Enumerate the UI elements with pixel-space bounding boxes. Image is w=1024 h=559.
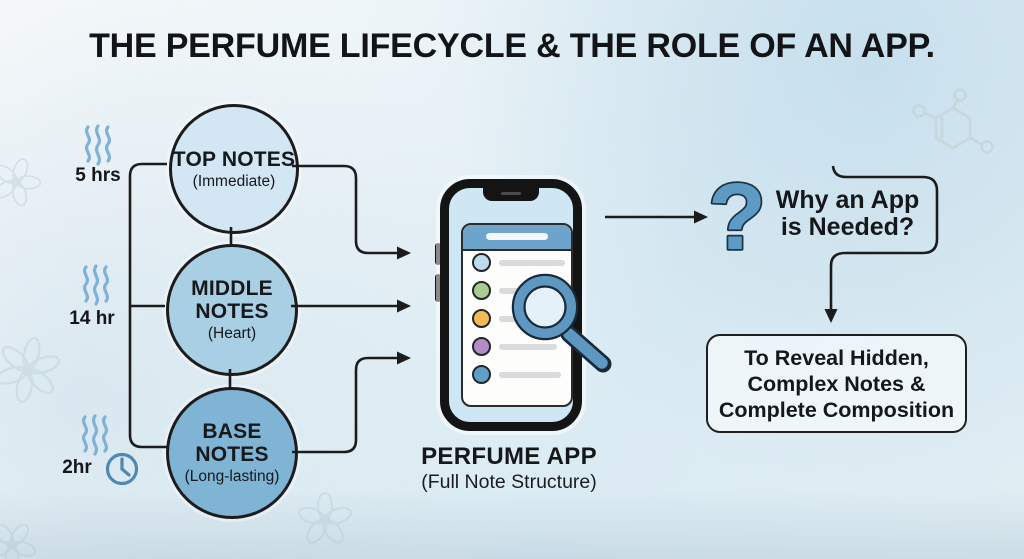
steam-icon	[84, 124, 112, 166]
arrowhead-right	[694, 210, 708, 224]
flower-decoration	[0, 337, 61, 403]
top-to-phone-line	[292, 164, 398, 255]
arrowhead-down	[824, 309, 838, 323]
note-list-item	[463, 281, 571, 301]
note-text-line	[499, 316, 523, 322]
note-dot	[472, 281, 491, 300]
phone-app-sublabel: (Full Note Structure)	[421, 471, 597, 493]
phone-side-button	[435, 243, 441, 265]
question-line-2: is Needed?	[780, 212, 915, 241]
arrowhead-right	[397, 351, 411, 365]
clock-icon	[105, 452, 139, 486]
stage-middle-notes: MIDDLE NOTES (Heart)	[166, 244, 298, 376]
question-line-1: Why an App	[775, 186, 920, 214]
note-text-line	[499, 372, 561, 378]
note-list-item	[463, 253, 571, 273]
note-list-item	[463, 365, 571, 385]
phone-notch	[483, 188, 539, 201]
note-text-line	[499, 260, 565, 266]
app-header-pill	[486, 233, 548, 240]
note-text-line	[499, 288, 527, 294]
arrowhead-right	[397, 246, 411, 260]
stage-top-notes: TOP NOTES (Immediate)	[169, 104, 299, 234]
steam-icon	[82, 264, 110, 306]
note-text-line	[499, 344, 557, 350]
duration-label-top: 5 hrs	[75, 165, 121, 186]
stage-name: BASE NOTES	[195, 420, 269, 466]
stage-name: MIDDLE NOTES	[191, 277, 273, 323]
flower-decoration	[0, 158, 42, 207]
phone-illustration	[440, 179, 582, 431]
app-header-bar	[463, 225, 571, 251]
note-dot	[472, 337, 491, 356]
phone-app-label: PERFUME APP	[421, 443, 597, 470]
stage-subtitle: (Immediate)	[192, 172, 276, 190]
note-list-item	[463, 337, 571, 357]
flower-decoration	[298, 492, 352, 544]
question-title: Why an App is Needed?	[765, 187, 930, 240]
duration-label-base: 2hr	[62, 457, 92, 478]
molecule-decoration	[912, 88, 994, 154]
note-dot	[472, 253, 491, 272]
base-to-phone-line	[292, 356, 398, 454]
left-bracket-line	[128, 162, 167, 449]
note-dot	[472, 365, 491, 384]
arrowhead-right	[397, 299, 411, 313]
question-mark-icon: ?	[708, 164, 766, 270]
phone-side-button	[435, 274, 441, 302]
stage-name: TOP NOTES	[172, 147, 296, 171]
phone-speaker	[501, 192, 521, 195]
note-dot	[472, 309, 491, 328]
duration-label-middle: 14 hr	[69, 308, 115, 329]
app-screen-card	[461, 223, 573, 407]
page-title: THE PERFUME LIFECYCLE & THE ROLE OF AN A…	[89, 27, 935, 65]
answer-line-3: Complete Composition	[718, 397, 955, 422]
stage-subtitle: (Long-lasting)	[184, 468, 280, 485]
flower-decoration	[0, 523, 37, 559]
stage-base-notes: BASE NOTES (Long-lasting)	[166, 387, 298, 519]
note-list-item	[463, 309, 571, 329]
answer-line-1: To Reveal Hidden,	[744, 345, 929, 370]
answer-box: To Reveal Hidden, Complex Notes & Comple…	[706, 334, 967, 433]
answer-line-2: Complex Notes &	[747, 371, 926, 396]
stage-subtitle: (Heart)	[207, 325, 257, 342]
steam-icon	[81, 414, 109, 456]
